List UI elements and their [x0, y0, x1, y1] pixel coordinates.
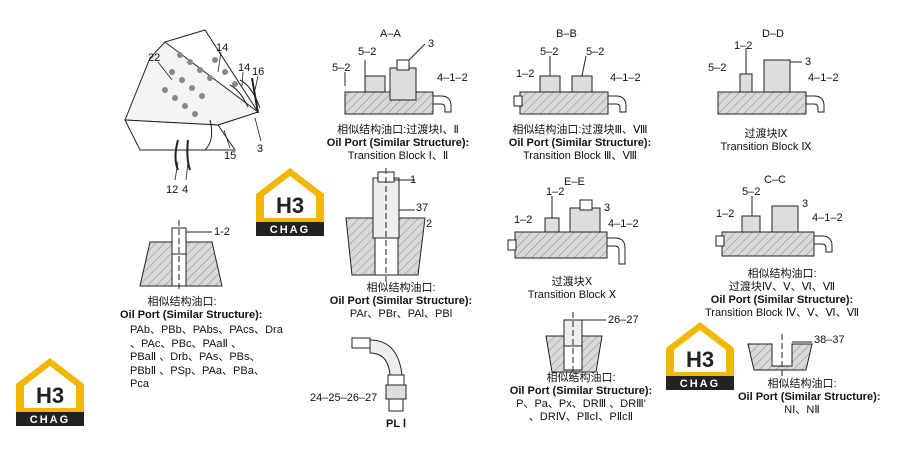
- port-small-list: PAb、PBb、PAbs、PAcs、Dra 、PAc、PBc、PAaⅡ 、 PB…: [130, 324, 283, 390]
- section-cc-label: 4–1–2: [812, 212, 843, 224]
- section-cc-title: C–C: [764, 174, 787, 186]
- section-ee-label: 1–2: [514, 214, 533, 226]
- section-ee-label: 3: [604, 202, 611, 214]
- brand-logo-mark: H3 CHAG: [256, 168, 324, 236]
- section-dd-label: 4–1–2: [808, 72, 839, 84]
- section-dd-label: 1–2: [734, 40, 753, 52]
- assembly-label: 15: [224, 150, 237, 162]
- section-bb-label: 1–2: [516, 68, 535, 80]
- port-section-pa: [345, 168, 426, 282]
- assembly-label: 4: [182, 184, 189, 196]
- section-dd-label: 3: [805, 56, 812, 68]
- section-ee-drawing: [507, 196, 626, 265]
- brand-logo-text: H3: [36, 383, 64, 408]
- brand-logo: H3 CHAG: [12, 354, 88, 433]
- brand-logo-mark: H3 CHAG: [666, 322, 734, 390]
- port-p-caption: 相似结构油口: Oil Port (Similar Structure): P、…: [509, 372, 653, 423]
- section-cc-caption: 相似结构油口: 过渡块Ⅳ、Ⅴ、Ⅵ、Ⅶ Oil Port (Similar Str…: [704, 268, 860, 319]
- section-dd-label: 5–2: [708, 62, 727, 74]
- pl1-label: 24–25–26–27: [310, 392, 378, 404]
- port-section-p: [545, 312, 606, 378]
- section-cc-label: 1–2: [716, 208, 735, 220]
- section-dd-drawing: [717, 48, 825, 115]
- brand-logo-subtext: CHAG: [270, 224, 310, 236]
- assembly-label: 3: [257, 143, 264, 155]
- section-aa-title: A–A: [380, 28, 401, 40]
- brand-logo-subtext: CHAG: [30, 414, 70, 426]
- assembly-label: 14: [216, 42, 229, 54]
- brand-logo-text: H3: [276, 193, 304, 218]
- port-small-caption: 相似结构油口: Oil Port (Similar Structure):: [120, 296, 263, 321]
- section-cc-label: 3: [802, 198, 809, 210]
- section-bb-label: 4–1–2: [610, 72, 641, 84]
- section-cc-drawing: [715, 196, 833, 257]
- section-aa-label: 4–1–2: [437, 72, 468, 84]
- section-aa-label: 3: [428, 38, 435, 50]
- section-cc-label: 5–2: [742, 186, 761, 198]
- section-dd-title: D–D: [762, 28, 785, 40]
- section-dd-caption: 过渡块Ⅸ Transition Block Ⅸ: [720, 128, 812, 153]
- valve-assembly-drawing: [124, 29, 261, 171]
- section-ee-title: E–E: [564, 176, 585, 188]
- pl1-caption: PL Ⅰ: [386, 418, 407, 430]
- port-n-caption: 相似结构油口: Oil Port (Similar Structure): NⅠ…: [738, 378, 881, 416]
- port-pa-caption: 相似结构油口: Oil Port (Similar Structure): PA…: [329, 282, 473, 320]
- brand-logo-subtext: CHAG: [680, 378, 720, 390]
- brand-logo-mark: H3 CHAG: [16, 358, 84, 426]
- section-aa-label: 5–2: [332, 62, 351, 74]
- port-section-n: [747, 334, 813, 376]
- assembly-label: 22: [148, 52, 161, 64]
- port-pa-label: 1: [410, 174, 417, 186]
- assembly-label: 14: [238, 62, 251, 74]
- port-small-label: 1-2: [214, 226, 230, 238]
- brand-logo: H3 CHAG: [662, 318, 738, 397]
- section-bb-title: B–B: [556, 28, 577, 40]
- port-pa-label: 2: [426, 218, 433, 230]
- port-section-small: [139, 220, 223, 290]
- brand-logo-text: H3: [686, 347, 714, 372]
- section-bb-caption: 相似结构油口:过渡块Ⅲ、Ⅷ Oil Port (Similar Structur…: [508, 124, 652, 162]
- section-ee-label: 1–2: [546, 186, 565, 198]
- pl1-fitting-drawing: [351, 337, 407, 412]
- port-pa-label: 37: [416, 202, 429, 214]
- section-bb-drawing: [513, 55, 627, 115]
- port-p-label: 26–27: [608, 314, 639, 326]
- section-aa-drawing: [344, 43, 452, 115]
- brand-logo: H3 CHAG: [252, 164, 328, 243]
- section-ee-label: 4–1–2: [608, 218, 639, 230]
- section-bb-label: 5–2: [540, 46, 559, 58]
- port-n-label: 38–37: [814, 334, 845, 346]
- section-aa-label: 5–2: [358, 46, 377, 58]
- assembly-label: 16: [252, 66, 265, 78]
- assembly-label: 12: [166, 184, 179, 196]
- section-ee-caption: 过渡块Ⅹ Transition Block Ⅹ: [527, 276, 617, 301]
- section-aa-caption: 相似结构油口:过渡块Ⅰ、Ⅱ Oil Port (Similar Structur…: [326, 124, 470, 162]
- section-bb-label: 5–2: [586, 46, 605, 58]
